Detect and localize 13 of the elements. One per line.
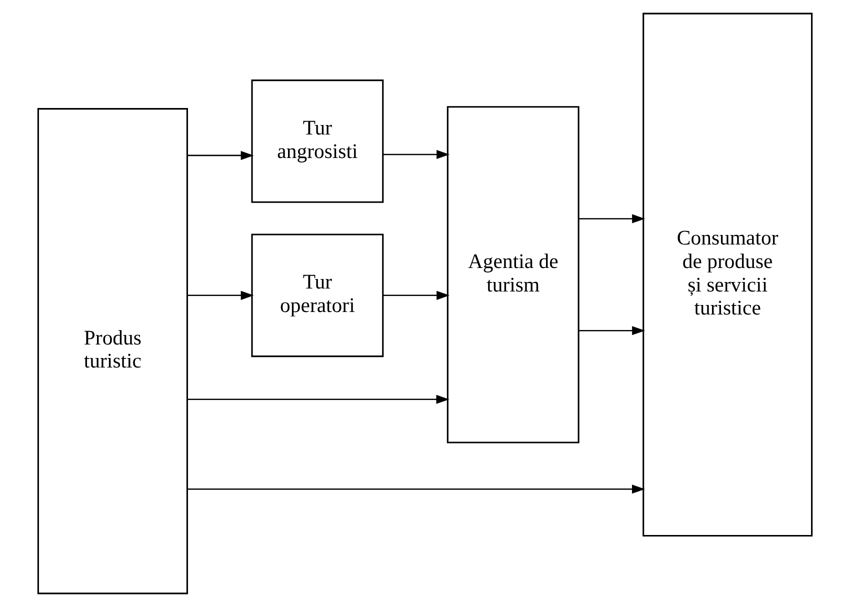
arrow <box>383 150 450 160</box>
node-box: Consumator de produse și servicii turistice <box>642 12 813 537</box>
arrow <box>188 394 450 404</box>
node-box: Tur angrosisti <box>251 80 384 203</box>
arrow <box>188 290 254 300</box>
arrow <box>383 290 450 300</box>
arrow <box>188 150 254 160</box>
node-box: Agentia de turism <box>446 106 580 444</box>
node-box: Tur operatori <box>251 234 384 358</box>
arrow <box>578 326 646 336</box>
node-box: Produs turistic <box>37 108 188 594</box>
arrow <box>578 214 646 224</box>
arrow <box>187 484 645 494</box>
